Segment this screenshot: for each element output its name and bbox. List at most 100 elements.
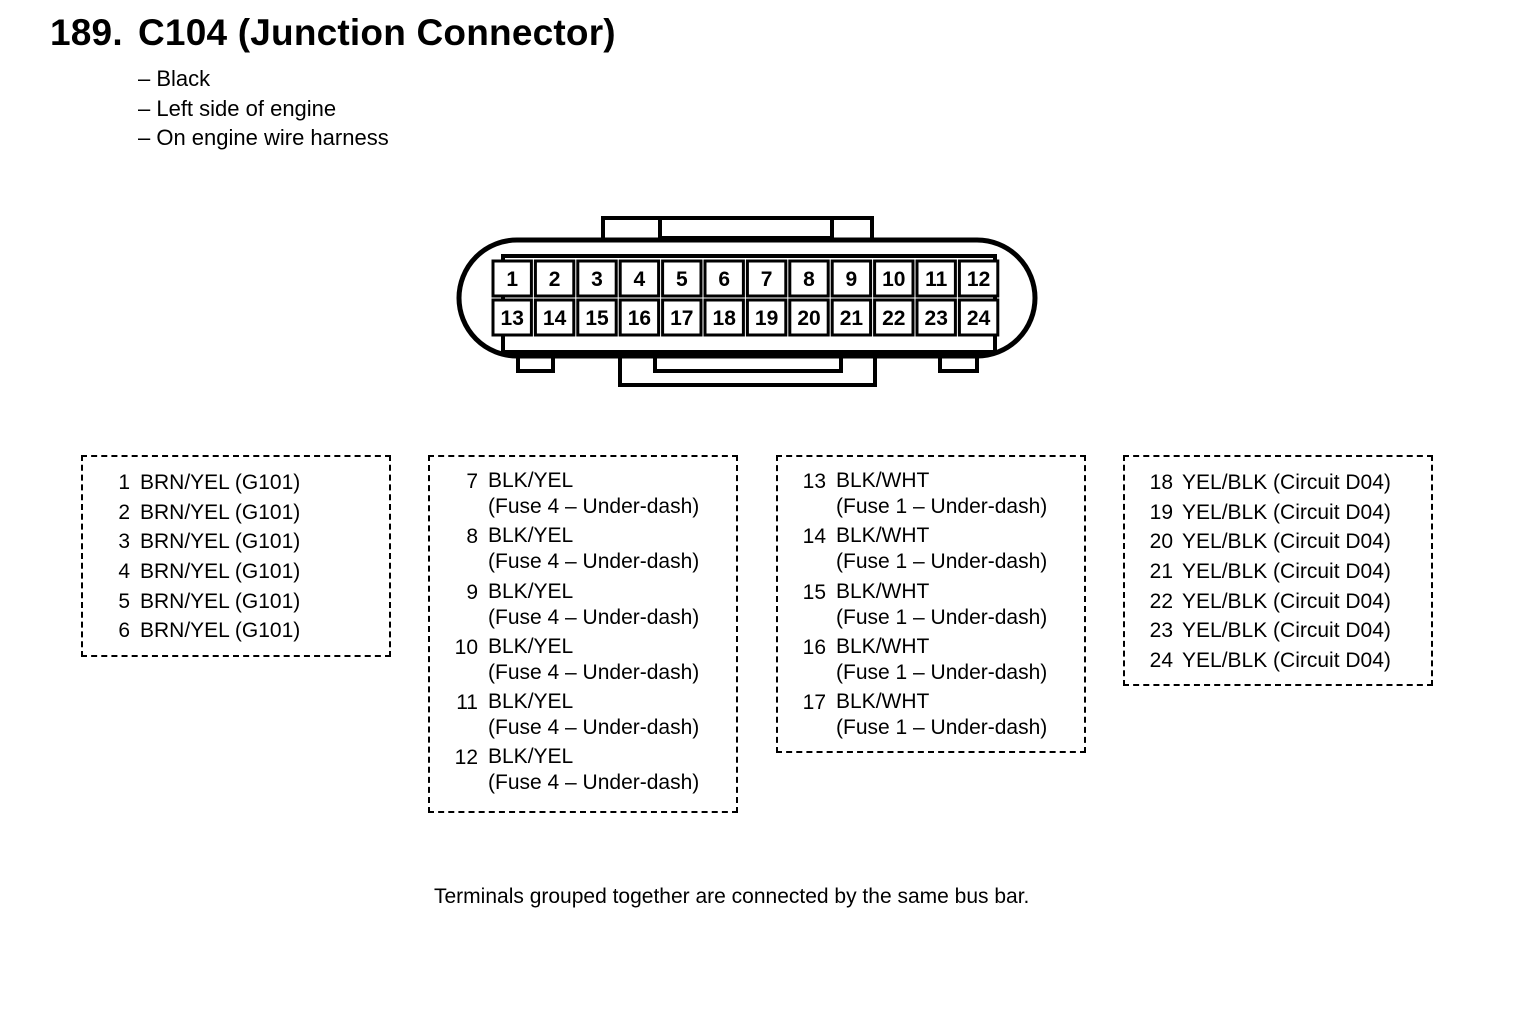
pin-label-21: 21 <box>840 307 864 330</box>
pin-entry-6: 6 BRN/YEL (G101) <box>83 616 389 646</box>
wire-color: BLK/YEL <box>488 634 574 658</box>
pin-number: 8 <box>466 525 478 549</box>
pin-number: 14 <box>802 525 826 549</box>
pin-label-10: 10 <box>882 268 905 291</box>
wire-description: BRN/YEL (G101) <box>140 619 301 643</box>
pin-label-8: 8 <box>803 268 815 291</box>
pin-label-1: 1 <box>506 268 518 291</box>
pin-cell-16 <box>618 298 661 337</box>
wire-description: YEL/BLK (Circuit D04) <box>1182 530 1391 554</box>
connector-top-latch-slot <box>658 216 834 240</box>
wire-description: YEL/BLK (Circuit D04) <box>1182 500 1391 524</box>
pin-label-22: 22 <box>882 307 905 330</box>
pin-number: 21 <box>1149 560 1173 584</box>
wire-source: (Fuse 1 – Under-dash) <box>836 550 1048 574</box>
wire-description: BRN/YEL (G101) <box>140 500 301 524</box>
pin-number: 10 <box>454 635 478 659</box>
pin-number: 15 <box>802 580 826 604</box>
pin-label-7: 7 <box>761 268 773 291</box>
description-color: – Black <box>138 66 211 91</box>
pin-number: 17 <box>802 691 826 715</box>
pin-number: 12 <box>454 746 478 770</box>
pin-label-14: 14 <box>543 307 567 330</box>
pin-entry-19: 19 YEL/BLK (Circuit D04) <box>1125 498 1431 528</box>
description-harness: – On engine wire harness <box>138 125 389 150</box>
wire-description: YEL/BLK (Circuit D04) <box>1182 649 1391 673</box>
footnote: Terminals grouped together are connected… <box>434 885 1030 908</box>
pin-number: 19 <box>1149 500 1173 524</box>
pin-number: 9 <box>466 580 478 604</box>
pin-label-16: 16 <box>628 307 651 330</box>
pin-cell-6 <box>703 259 745 298</box>
pin-cell-5 <box>661 259 703 298</box>
wire-description: YEL/BLK (Circuit D04) <box>1182 589 1391 613</box>
pin-cell-9 <box>830 259 873 298</box>
pin-label-13: 13 <box>501 307 524 330</box>
connector-description: – Black – Left side of engine – On engin… <box>138 64 389 153</box>
pin-label-23: 23 <box>925 307 948 330</box>
wire-description: BRN/YEL (G101) <box>140 560 301 584</box>
wire-color: BLK/WHT <box>836 690 930 714</box>
wire-description: BRN/YEL (G101) <box>140 530 301 554</box>
pin-cell-7 <box>745 259 788 298</box>
pin-cell-13 <box>491 298 533 337</box>
wire-source: (Fuse 1 – Under-dash) <box>836 605 1048 629</box>
connector-title: C104 (Junction Connector) <box>138 12 616 53</box>
pin-cell-23 <box>915 298 957 337</box>
pin-cell-18 <box>703 298 745 337</box>
wire-color: BLK/YEL <box>488 745 574 769</box>
pin-label-4: 4 <box>634 268 646 291</box>
pin-entry-2: 2 BRN/YEL (G101) <box>83 498 389 528</box>
wire-description: YEL/BLK (Circuit D04) <box>1182 619 1391 643</box>
pin-number: 20 <box>1149 530 1173 554</box>
pin-number: 11 <box>456 691 478 715</box>
pin-label-19: 19 <box>755 307 778 330</box>
pin-entry-23: 23 YEL/BLK (Circuit D04) <box>1125 616 1431 646</box>
pin-number: 6 <box>118 619 130 643</box>
wire-color: BLK/YEL <box>488 524 574 548</box>
pin-cell-15 <box>576 298 618 337</box>
pin-cell-21 <box>830 298 873 337</box>
pin-label-11: 11 <box>925 268 948 291</box>
pin-number: 23 <box>1149 619 1173 643</box>
pin-label-20: 20 <box>797 307 820 330</box>
pin-cell-19 <box>745 298 788 337</box>
wire-description: YEL/BLK (Circuit D04) <box>1182 560 1391 584</box>
pin-cell-14 <box>533 298 576 337</box>
pin-number: 2 <box>118 500 130 524</box>
pin-label-9: 9 <box>846 268 858 291</box>
pin-number: 5 <box>118 589 130 613</box>
pin-label-6: 6 <box>718 268 730 291</box>
pin-cell-17 <box>661 298 703 337</box>
page-title: 189. C104 (Junction Connector) <box>50 12 616 54</box>
wire-source: (Fuse 1 – Under-dash) <box>836 495 1048 518</box>
pin-cell-2 <box>533 259 576 298</box>
section-number: 189. <box>50 12 123 53</box>
pin-entry-21: 21 YEL/BLK (Circuit D04) <box>1125 557 1431 587</box>
wire-color: BLK/YEL <box>488 469 574 492</box>
wire-source: (Fuse 1 – Under-dash) <box>836 716 1048 740</box>
pin-cell-10 <box>873 259 915 298</box>
pin-cell-1 <box>491 259 533 298</box>
wire-description: BRN/YEL (G101) <box>140 589 301 613</box>
pin-entry-5: 5 BRN/YEL (G101) <box>83 587 389 617</box>
pin-cell-20 <box>788 298 830 337</box>
wire-source: (Fuse 4 – Under-dash) <box>488 660 700 684</box>
pin-label-5: 5 <box>676 268 688 291</box>
